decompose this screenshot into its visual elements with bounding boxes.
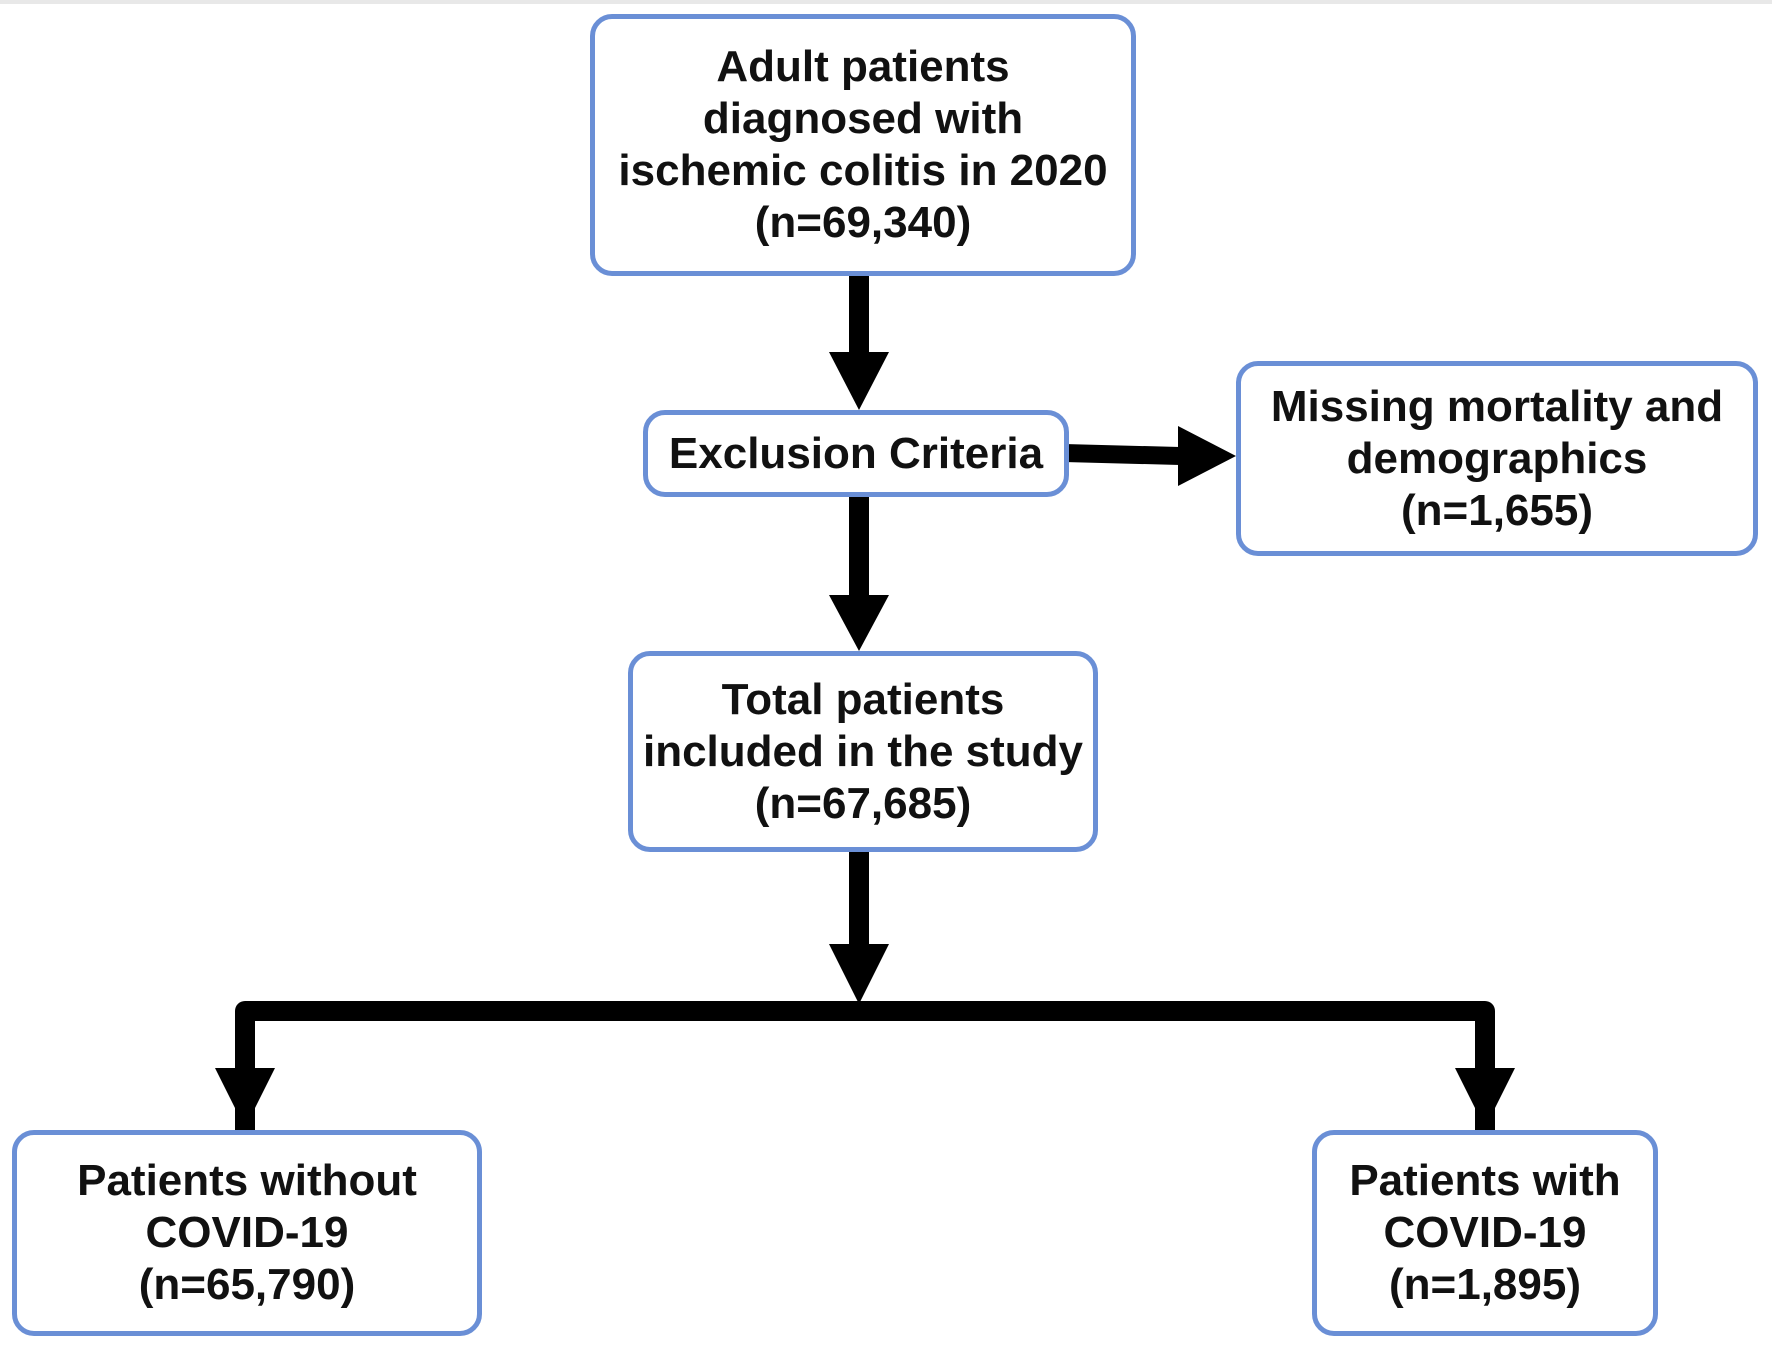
node-with-covid-line-3: (n=1,895) [1389, 1260, 1581, 1309]
arrow-exclusion-to-total [829, 497, 889, 651]
node-excluded-line-1: Missing mortality and [1270, 381, 1724, 431]
node-total-line-2: included in the study [642, 726, 1084, 776]
arrow-initial-to-exclusion [829, 274, 889, 410]
node-initial-line-4: (n=69,340) [754, 198, 972, 247]
top-border-line [0, 0, 1772, 4]
node-with-covid-line-1: Patients with [1349, 1156, 1621, 1205]
node-initial-line-3: ischemic colitis in 2020 [618, 146, 1108, 195]
node-total-line-1: Total patients [721, 674, 1005, 724]
node-total-line-3: (n=67,685) [754, 778, 972, 828]
node-without-covid-line-1: Patients without [77, 1156, 417, 1205]
node-exclusion-criteria: Exclusion Criteria [643, 410, 1069, 497]
node-excluded-line-2: demographics [1346, 433, 1648, 483]
node-initial-line-1: Adult patients [716, 42, 1010, 91]
node-excluded: Missing mortality and demographics (n=1,… [1236, 361, 1758, 556]
node-without-covid: Patients without COVID-19 (n=65,790) [12, 1130, 482, 1336]
node-initial-line-2: diagnosed with [702, 94, 1024, 143]
arrowhead-to-without-covid [215, 1068, 275, 1128]
node-with-covid-line-2: COVID-19 [1383, 1208, 1587, 1257]
arrow-exclusion-to-excluded [1064, 426, 1236, 486]
arrowhead-to-with-covid [1455, 1068, 1515, 1128]
node-exclusion-line-1: Exclusion Criteria [668, 428, 1044, 478]
node-with-covid: Patients with COVID-19 (n=1,895) [1312, 1130, 1658, 1336]
node-excluded-line-3: (n=1,655) [1401, 485, 1593, 535]
node-total-included: Total patients included in the study (n=… [628, 651, 1098, 852]
arrow-total-to-split [829, 852, 889, 1004]
node-without-covid-line-3: (n=65,790) [138, 1260, 356, 1309]
node-without-covid-line-2: COVID-19 [145, 1208, 349, 1257]
node-initial-cohort: Adult patients diagnosed with ischemic c… [590, 14, 1136, 276]
split-bar [235, 1001, 1495, 1138]
